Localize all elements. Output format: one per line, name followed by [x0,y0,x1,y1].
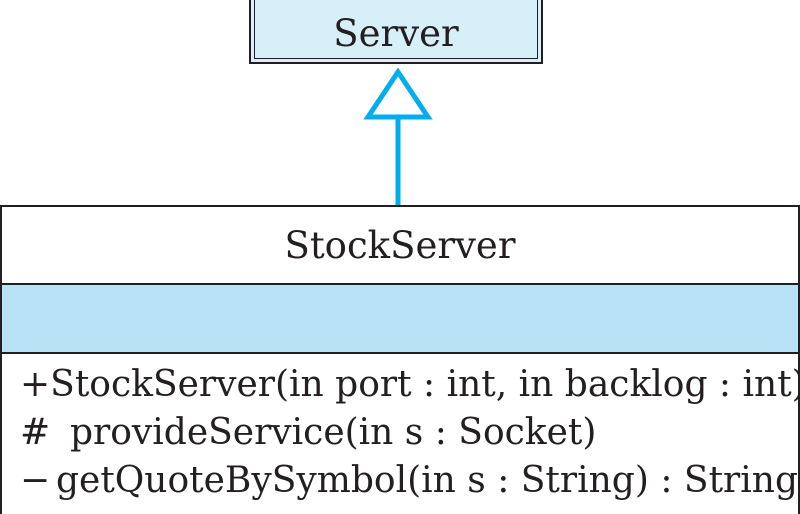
visibility-protected: # [20,412,51,453]
operation-row: # provideService(in s : Socket) [20,412,798,460]
operations-compartment: + StockServer(in port : int, in backlog … [2,354,800,508]
operation-signature: getQuoteBySymbol(in s : String) : String [55,460,798,501]
child-class-name-text: StockServer [284,223,516,267]
parent-class-name: Server [333,11,459,55]
visibility-private: − [20,460,51,501]
operation-signature: StockServer(in port : int, in backlog : … [50,364,800,405]
generalization-arrow [363,67,433,207]
child-class-box: StockServer + StockServer(in port : int,… [0,205,800,514]
operation-row: + StockServer(in port : int, in backlog … [20,364,800,412]
operation-signature: provideService(in s : Socket) [70,412,597,453]
generalization-arrowhead [363,67,433,120]
visibility-public: + [20,364,51,405]
child-class-name: StockServer [2,207,798,285]
attributes-compartment [2,285,798,354]
operation-row: − getQuoteBySymbol(in s : String) : Stri… [20,460,798,508]
